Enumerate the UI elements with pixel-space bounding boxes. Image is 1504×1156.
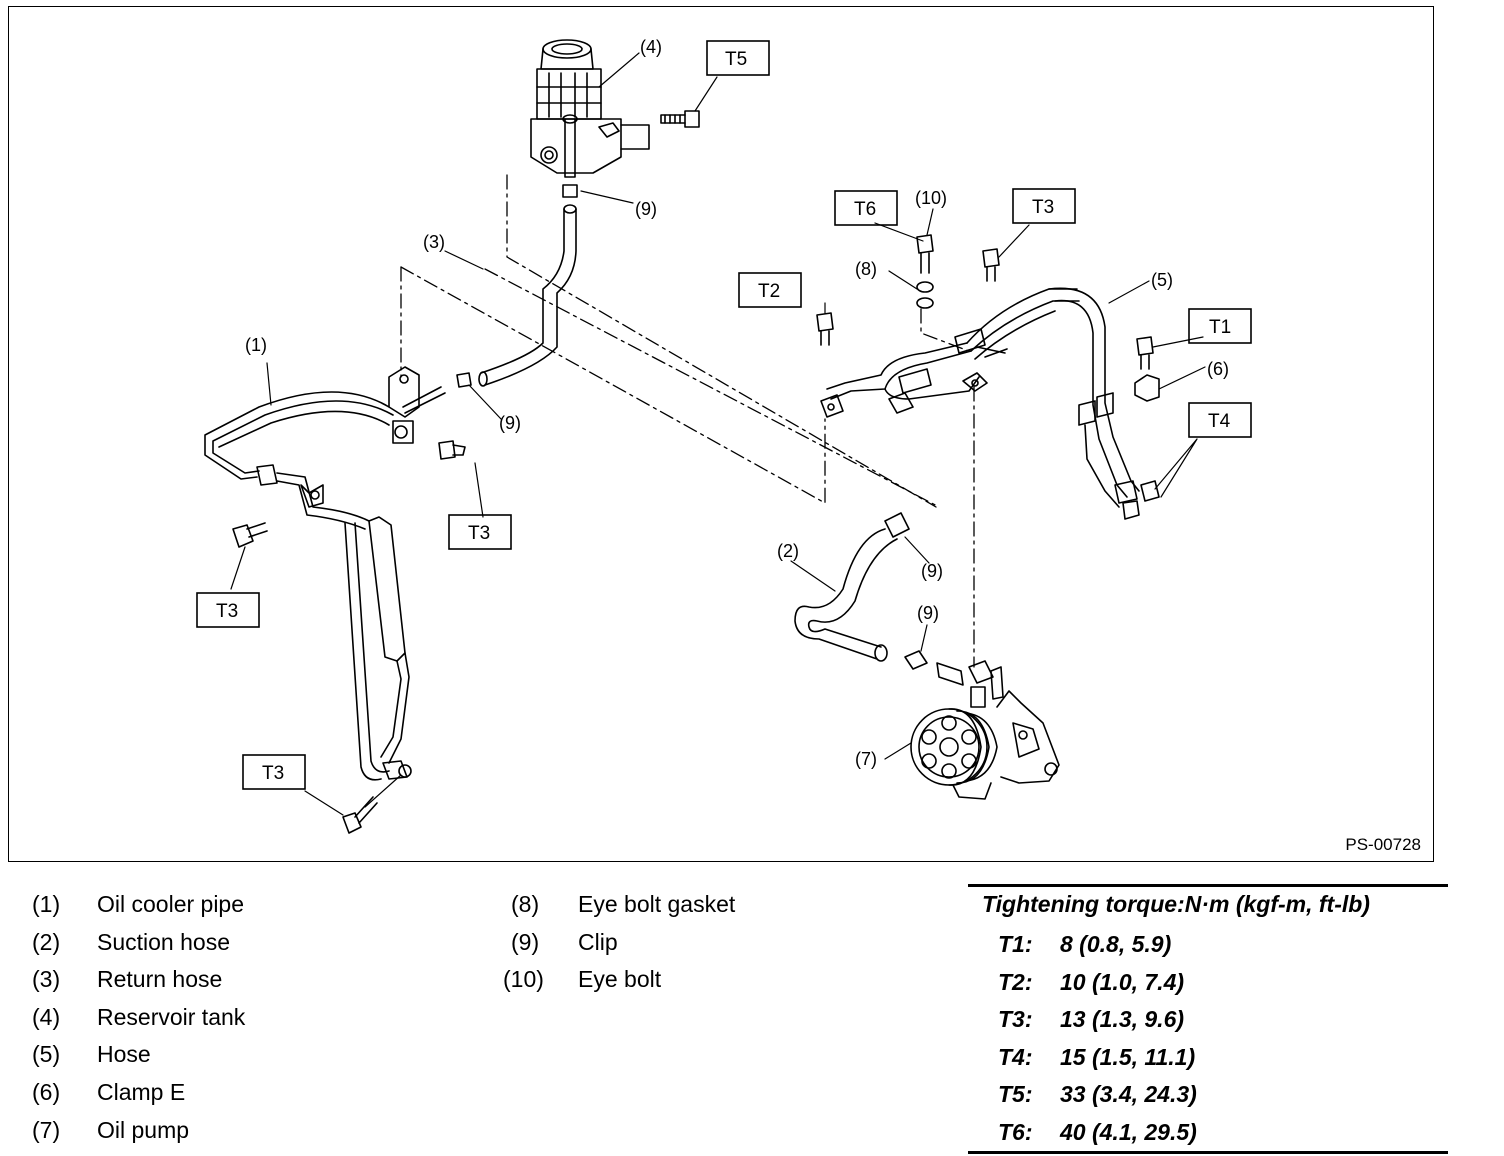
tag-t1: T1 bbox=[1209, 317, 1231, 338]
torque-key: T2: bbox=[998, 968, 1033, 995]
callout-7: (7) bbox=[855, 749, 877, 769]
legend-row: (8) Eye bolt gasket bbox=[503, 886, 943, 924]
legend-name: Oil pump bbox=[97, 1116, 190, 1143]
torque-tag-labels: T5 T6 T3 T2 T1 T4 T3 T3 T3 bbox=[216, 49, 1231, 784]
torque-key: T3: bbox=[998, 1006, 1033, 1033]
tag-t5: T5 bbox=[725, 49, 747, 70]
callout-5: (5) bbox=[1151, 270, 1173, 290]
legend-num: (5) bbox=[32, 1041, 61, 1068]
callout-9-top: (9) bbox=[635, 199, 657, 219]
suction-hose bbox=[794, 512, 910, 662]
torque-row: T4: 15 (1.5, 11.1) bbox=[998, 1039, 1195, 1077]
legend-row: (6) Clamp E bbox=[32, 1074, 472, 1112]
torque-key: T1: bbox=[998, 931, 1033, 957]
tag-t2: T2 bbox=[758, 281, 780, 302]
t3-bolt-left bbox=[232, 522, 268, 548]
legend-num: (9) bbox=[511, 928, 540, 955]
reservoir-tank bbox=[530, 39, 650, 178]
legend-row: (1) Oil cooler pipe bbox=[32, 886, 472, 924]
callout-10: (10) bbox=[915, 188, 947, 208]
torque-key: T4: bbox=[998, 1043, 1033, 1070]
torque-value: 40 (4.1, 29.5) bbox=[1060, 1119, 1197, 1145]
legend-row: (3) Return hose bbox=[32, 961, 472, 999]
legend-num: (2) bbox=[32, 928, 61, 955]
legend-num: (10) bbox=[503, 966, 544, 993]
power-steering-diagram: (4) (9) (3) (1) (9) (10) (8) (5) (6) (2)… bbox=[196, 37, 1252, 834]
tag-t6: T6 bbox=[854, 199, 876, 220]
t2-bolt bbox=[816, 312, 834, 346]
alignment-lines bbox=[400, 174, 975, 668]
legend-row: (7) Oil pump bbox=[32, 1112, 472, 1150]
parts-legend-left: (1) Oil cooler pipe (2) Suction hose (3) Re… bbox=[32, 886, 472, 1149]
callout-2: (2) bbox=[777, 541, 799, 561]
t3-bolt-bottom bbox=[342, 796, 378, 834]
legend-row: (10) Eye bolt bbox=[503, 961, 943, 999]
tag-t3-mid: T3 bbox=[468, 523, 490, 544]
torque-row: T1: 8 (0.8, 5.9) bbox=[998, 926, 1171, 964]
torque-key: T6: bbox=[998, 1119, 1033, 1145]
legend-row: (9) Clip bbox=[503, 924, 943, 962]
callout-1: (1) bbox=[245, 335, 267, 355]
tag-t4: T4 bbox=[1208, 411, 1231, 432]
callout-9-right: (9) bbox=[921, 561, 943, 581]
legend-num: (7) bbox=[32, 1116, 61, 1143]
parts-legend-middle: (8) Eye bolt gasket (9) Clip (10) Eye bolt bbox=[503, 886, 943, 999]
legend-name: Eye bolt gasket bbox=[578, 891, 736, 917]
t6-eye-bolt bbox=[916, 234, 934, 309]
torque-table: Tightening torque:N·m (kgf-m, ft-lb) T1:… bbox=[968, 884, 1448, 1154]
diagram-frame: (4) (9) (3) (1) (9) (10) (8) (5) (6) (2)… bbox=[8, 6, 1434, 862]
tag-t3-right: T3 bbox=[1032, 197, 1054, 218]
torque-value: 33 (3.4, 24.3) bbox=[1060, 1081, 1197, 1108]
callout-9-left: (9) bbox=[499, 413, 521, 433]
torque-value: 13 (1.3, 9.6) bbox=[1060, 1006, 1185, 1033]
figure-code: PS-00728 bbox=[1345, 835, 1421, 854]
oil-pump bbox=[904, 650, 1060, 800]
torque-row: T6: 40 (4.1, 29.5) bbox=[998, 1114, 1197, 1152]
oil-cooler-pipe bbox=[204, 366, 446, 781]
callout-4: (4) bbox=[640, 37, 662, 57]
legend-row: (5) Hose bbox=[32, 1036, 472, 1074]
torque-value: 10 (1.0, 7.4) bbox=[1060, 968, 1185, 995]
legend-name: Clip bbox=[578, 928, 618, 955]
callout-9-lower: (9) bbox=[917, 603, 939, 623]
torque-value: 8 (0.8, 5.9) bbox=[1060, 931, 1172, 957]
torque-key: T5: bbox=[998, 1081, 1033, 1108]
torque-row: T3: 13 (1.3, 9.6) bbox=[998, 1001, 1184, 1039]
legend-name: Clamp E bbox=[97, 1078, 186, 1105]
callout-8: (8) bbox=[855, 259, 877, 279]
legend-num: (8) bbox=[511, 891, 540, 917]
callout-labels: (4) (9) (3) (1) (9) (10) (8) (5) (6) (2)… bbox=[245, 37, 1229, 769]
legend-num: (6) bbox=[32, 1078, 61, 1105]
pressure-hose bbox=[820, 287, 1160, 520]
tag-t3-bottom: T3 bbox=[262, 763, 284, 784]
legend-name: Return hose bbox=[97, 966, 223, 993]
legend-row: (4) Reservoir tank bbox=[32, 999, 472, 1037]
legend-row: (2) Suction hose bbox=[32, 924, 472, 962]
legend-name: Suction hose bbox=[97, 928, 230, 955]
torque-row: T2: 10 (1.0, 7.4) bbox=[998, 964, 1184, 1002]
return-hose bbox=[456, 184, 578, 388]
leader-lines bbox=[230, 52, 1206, 816]
callout-6: (6) bbox=[1207, 359, 1229, 379]
legend-name: Oil cooler pipe bbox=[97, 891, 245, 917]
torque-table-title: Tightening torque:N·m (kgf-m, ft-lb) bbox=[982, 891, 1370, 917]
legend-num: (4) bbox=[32, 1003, 61, 1030]
callout-3: (3) bbox=[423, 232, 445, 252]
legend-name: Hose bbox=[97, 1041, 151, 1068]
t3-bolt-right bbox=[982, 248, 1000, 282]
tag-t3-left: T3 bbox=[216, 601, 238, 622]
torque-tags bbox=[196, 40, 1252, 790]
legend-name: Eye bolt bbox=[578, 966, 662, 993]
legend-num: (3) bbox=[32, 966, 61, 993]
t5-bolt bbox=[660, 110, 700, 128]
t3-bolt-upper bbox=[438, 440, 466, 460]
t1-bolt-clamp bbox=[1134, 336, 1160, 402]
torque-value: 15 (1.5, 11.1) bbox=[1060, 1043, 1196, 1070]
torque-row: T5: 33 (3.4, 24.3) bbox=[998, 1076, 1197, 1114]
legend-name: Reservoir tank bbox=[97, 1003, 246, 1030]
legend-num: (1) bbox=[32, 891, 61, 917]
